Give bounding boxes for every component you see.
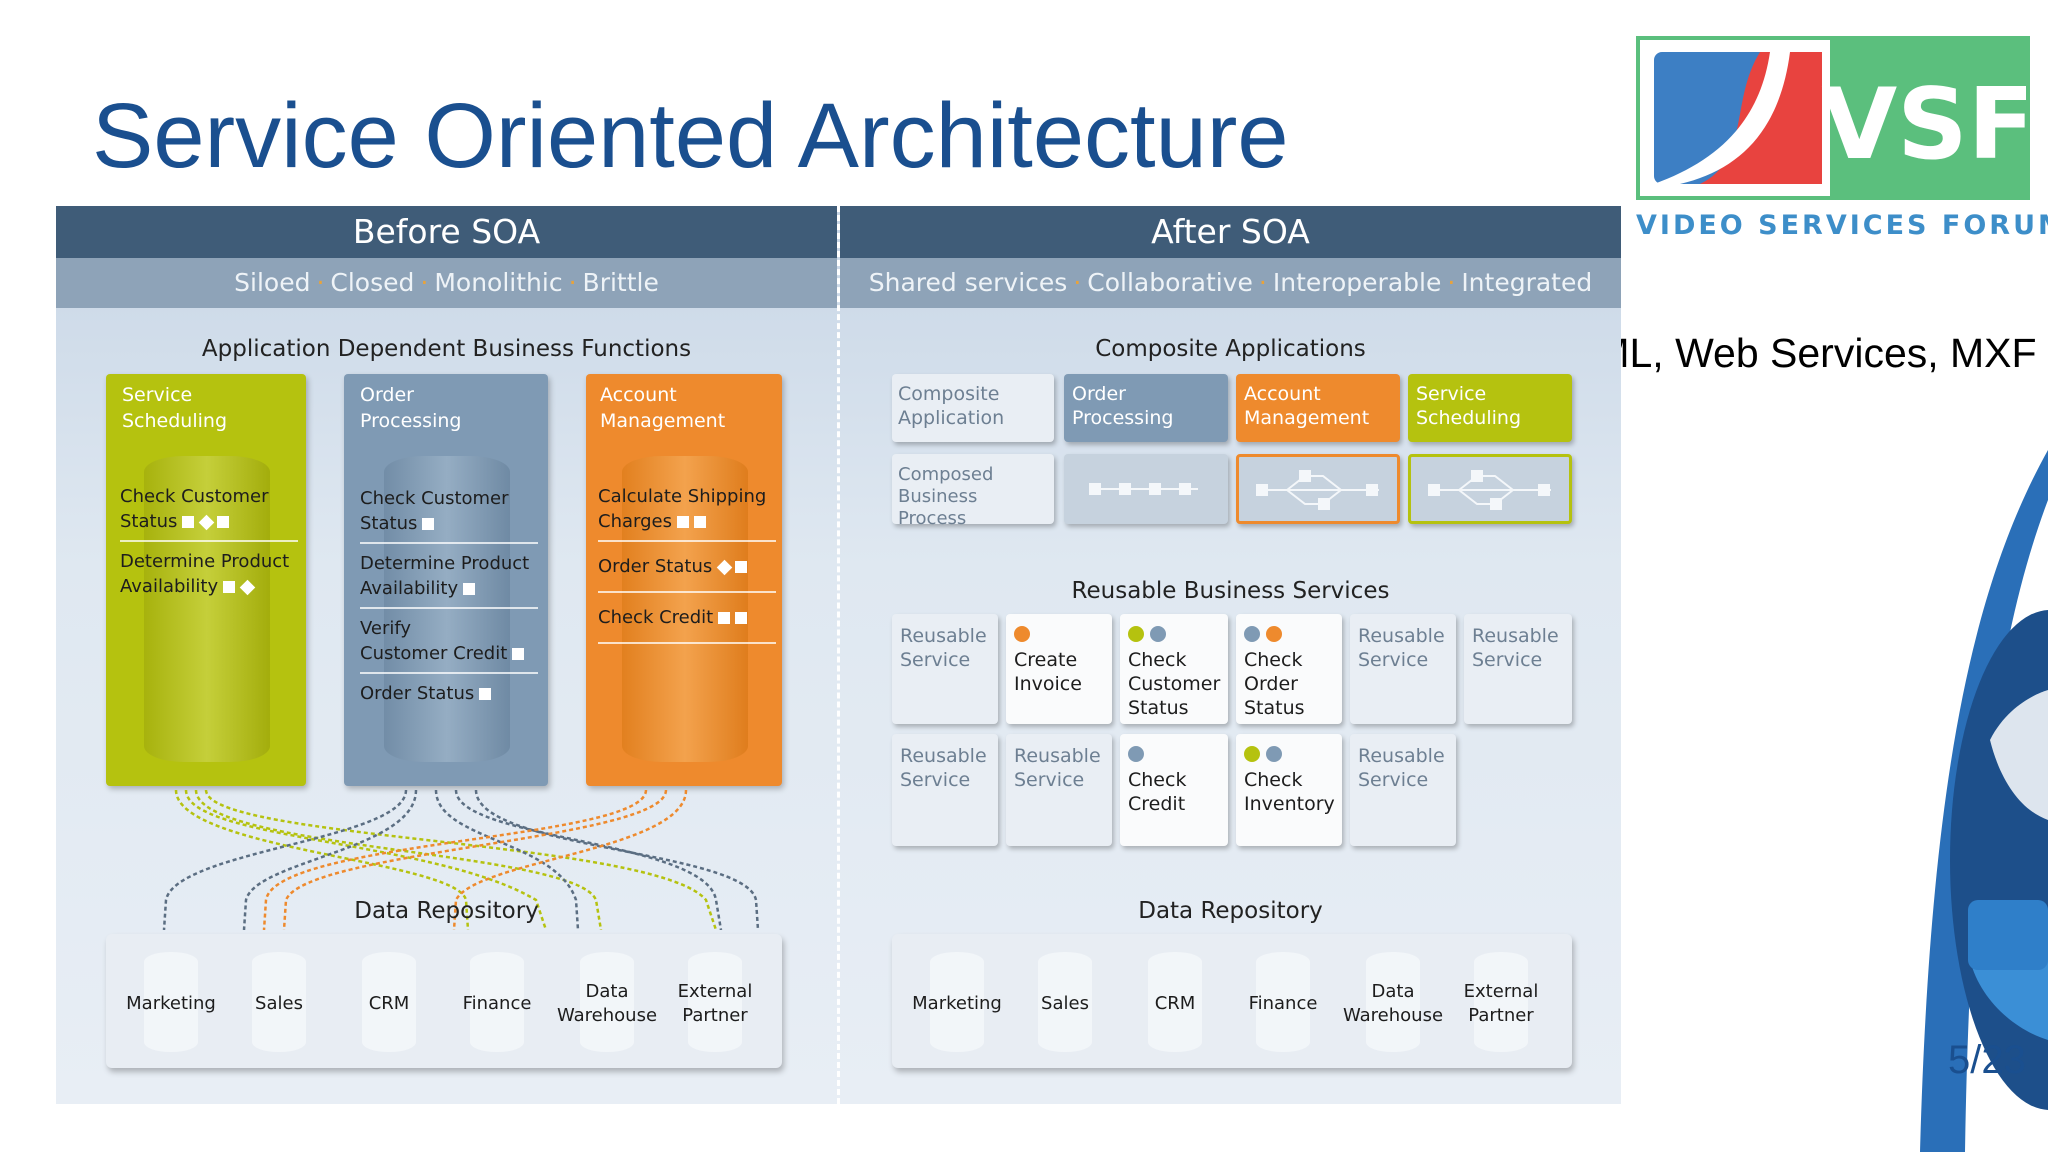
slide-title: Service Oriented Architecture	[92, 85, 1289, 187]
before-data-repository	[106, 934, 782, 1068]
trait: Monolithic	[434, 268, 563, 297]
repo-crm: CRM	[368, 993, 410, 1014]
silo-item: Order Status	[598, 554, 776, 579]
repo-marketing: Marketing	[126, 993, 216, 1014]
before-traits: Siloed·Closed·Monolithic·Brittle	[56, 258, 837, 308]
tangled-connections	[162, 789, 760, 930]
trait: Shared services	[868, 268, 1068, 297]
trait: Closed	[330, 268, 415, 297]
after-traits: Shared services·Collaborative·Interopera…	[840, 258, 1621, 308]
process-flow-scheduling	[1408, 454, 1572, 524]
trait: Siloed	[234, 268, 311, 297]
vsf-logo: VSF	[1636, 36, 2030, 200]
before-repository-title: Data Repository	[354, 898, 539, 924]
repo-sales: Sales	[255, 993, 303, 1014]
trait: Brittle	[582, 268, 659, 297]
trait: Integrated	[1461, 268, 1593, 297]
logo-text: VSF	[1821, 68, 2026, 182]
repo-sales: Sales	[1041, 993, 1089, 1014]
after-section-title: Composite Applications	[1095, 336, 1366, 362]
before-soa-header: Before SOA	[56, 206, 837, 258]
repo-finance: Finance	[1248, 993, 1318, 1014]
repo-marketing: Marketing	[912, 993, 1002, 1014]
globe-decoration	[1920, 450, 2048, 1152]
process-flow-account	[1236, 454, 1400, 524]
services-title: Reusable Business Services	[1071, 578, 1390, 604]
before-section-title: Application Dependent Business Functions	[201, 336, 692, 362]
after-soa-header: After SOA	[840, 206, 1621, 258]
trait: Interoperable	[1272, 268, 1442, 297]
process-flow-order	[1064, 454, 1228, 524]
panel-divider	[837, 206, 840, 1104]
silo-item: Check Credit	[598, 605, 776, 630]
repo-crm: CRM	[1154, 993, 1196, 1014]
silo-item: Order Status	[360, 681, 538, 706]
logo-subtitle: VIDEO SERVICES FORUM	[1636, 210, 2048, 241]
after-data-repository	[892, 934, 1572, 1068]
after-repository-title: Data Repository	[1138, 898, 1323, 924]
repo-finance: Finance	[462, 993, 532, 1014]
slide-note: XML, Web Services, MXF	[1568, 330, 2037, 376]
trait: Collaborative	[1087, 268, 1253, 297]
page-number: 5/23	[1948, 1038, 2026, 1082]
